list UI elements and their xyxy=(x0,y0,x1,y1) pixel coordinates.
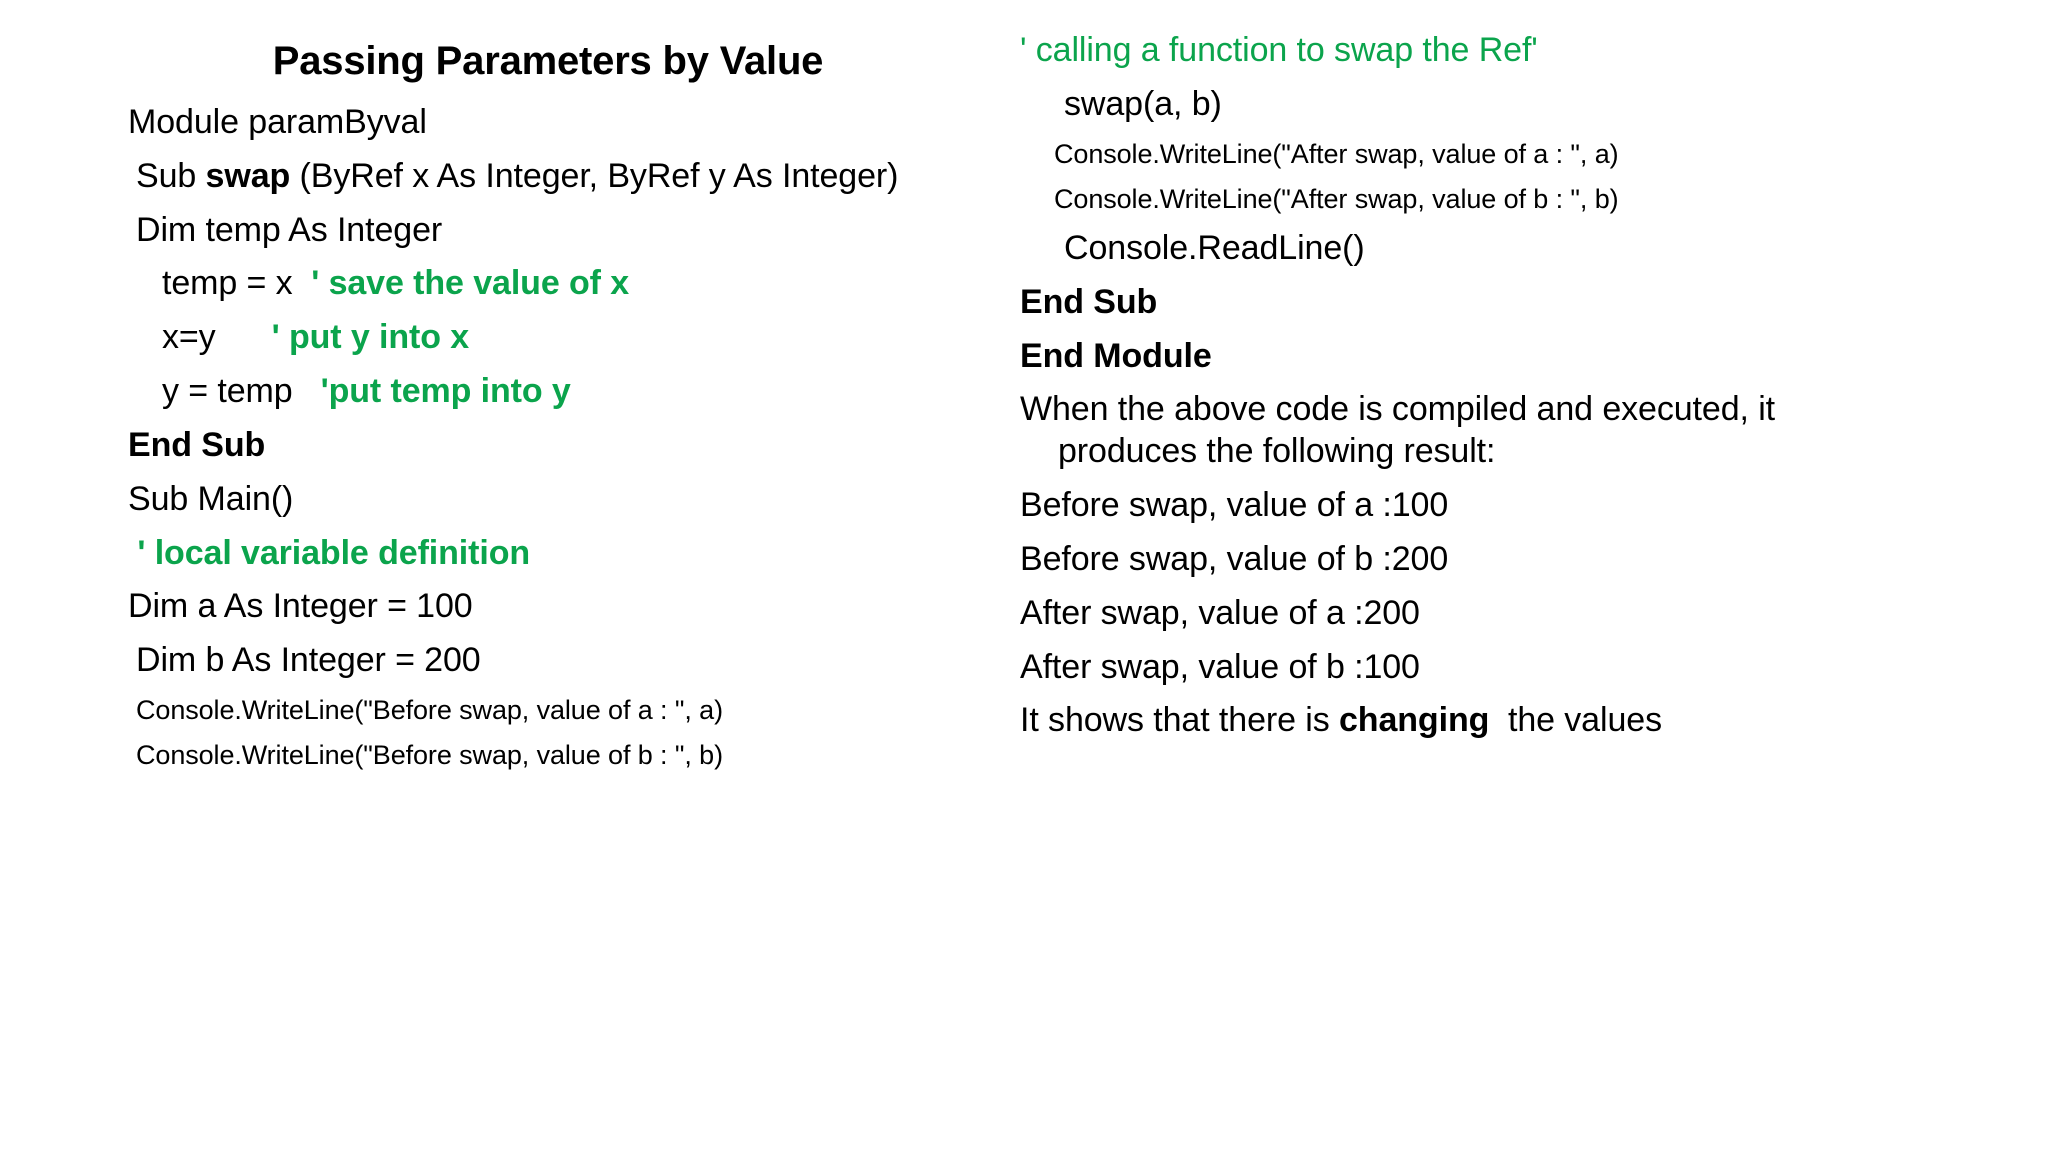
spacer xyxy=(128,305,968,317)
code-comment-local-variable-definition: ' local variable definition xyxy=(128,533,531,572)
x-assign-comment: ' put y into x xyxy=(271,318,470,357)
spacer xyxy=(128,144,968,156)
spacer xyxy=(1020,324,1920,336)
swap-identifier: swap xyxy=(205,156,291,195)
spacer xyxy=(128,198,968,210)
output-line-after-b: After swap, value of b :100 xyxy=(1020,647,1420,686)
spacer xyxy=(128,84,968,102)
code-line-writeline-after-a: Console.WriteLine("After swap, value of … xyxy=(1054,138,1619,169)
sub-keyword: Sub xyxy=(136,156,206,195)
temp-assign-comment: ' save the value of x xyxy=(301,264,630,303)
conclusion-prefix: It shows that there is xyxy=(1020,701,1339,740)
spacer xyxy=(1020,581,1920,593)
result-intro-text: When the above code is compiled and exec… xyxy=(1020,390,1785,471)
spacer xyxy=(1020,270,1920,282)
spacer xyxy=(1020,171,1920,183)
spacer xyxy=(1020,473,1920,485)
code-line-temp-assign: temp = x ' save the value of x xyxy=(162,263,968,305)
spacer xyxy=(1020,126,1920,138)
code-line-dim-temp: Dim temp As Integer xyxy=(136,210,443,249)
code-line-sub-main: Sub Main() xyxy=(128,479,294,518)
code-line-y-assign: y = temp 'put temp into y xyxy=(162,371,968,413)
code-line-end-module: End Module xyxy=(1020,336,1212,375)
spacer xyxy=(128,628,968,640)
spacer xyxy=(128,521,968,533)
code-line-x-assign: x=y ' put y into x xyxy=(162,317,968,359)
x-assign-code: x=y xyxy=(162,318,272,357)
spacer xyxy=(1020,527,1920,539)
left-column: Passing Parameters by Value Module param… xyxy=(128,0,968,772)
right-column: ' calling a function to swap the Ref' sw… xyxy=(1020,0,1920,742)
output-line-before-a: Before swap, value of a :100 xyxy=(1020,486,1449,525)
spacer xyxy=(128,251,968,263)
spacer xyxy=(128,727,968,739)
spacer xyxy=(128,359,968,371)
spacer xyxy=(1020,0,1920,30)
spacer xyxy=(1020,377,1920,389)
spacer xyxy=(1020,688,1920,700)
code-line-dim-b: Dim b As Integer = 200 xyxy=(136,641,481,680)
y-assign-code: y = temp xyxy=(162,372,321,411)
spacer xyxy=(128,574,968,586)
spacer xyxy=(128,682,968,694)
code-line-sub-swap-signature: Sub swap (ByRef x As Integer, ByRef y As… xyxy=(136,156,968,198)
code-line-end-sub: End Sub xyxy=(1020,282,1158,321)
spacer xyxy=(1020,72,1920,84)
code-line-swap-call: swap(a, b) xyxy=(1064,84,1222,123)
spacer xyxy=(1020,216,1920,228)
spacer xyxy=(128,467,968,479)
code-line-module-declaration: Module paramByval xyxy=(128,103,427,141)
conclusion-text: It shows that there is changing the valu… xyxy=(1020,700,1920,742)
spacer xyxy=(1020,635,1920,647)
output-line-after-a: After swap, value of a :200 xyxy=(1020,593,1420,632)
conclusion-emphasis: changing xyxy=(1338,701,1490,740)
conclusion-suffix: the values xyxy=(1489,701,1662,740)
temp-assign-code: temp = x xyxy=(162,264,302,303)
y-assign-comment: 'put temp into y xyxy=(320,372,571,411)
output-line-before-b: Before swap, value of b :200 xyxy=(1020,539,1449,578)
code-line-writeline-before-a: Console.WriteLine("Before swap, value of… xyxy=(136,694,723,725)
code-comment-calling-function: ' calling a function to swap the Ref' xyxy=(1020,31,1538,69)
code-line-end-sub: End Sub xyxy=(128,425,266,464)
sub-swap-params: (ByRef x As Integer, ByRef y As Integer) xyxy=(290,156,899,195)
code-line-readline: Console.ReadLine() xyxy=(1064,229,1365,268)
spacer xyxy=(128,413,968,425)
code-line-writeline-before-b: Console.WriteLine("Before swap, value of… xyxy=(136,740,723,771)
code-line-dim-a: Dim a As Integer = 100 xyxy=(128,587,473,626)
page-title: Passing Parameters by Value xyxy=(272,39,824,83)
code-line-writeline-after-b: Console.WriteLine("After swap, value of … xyxy=(1054,183,1619,214)
